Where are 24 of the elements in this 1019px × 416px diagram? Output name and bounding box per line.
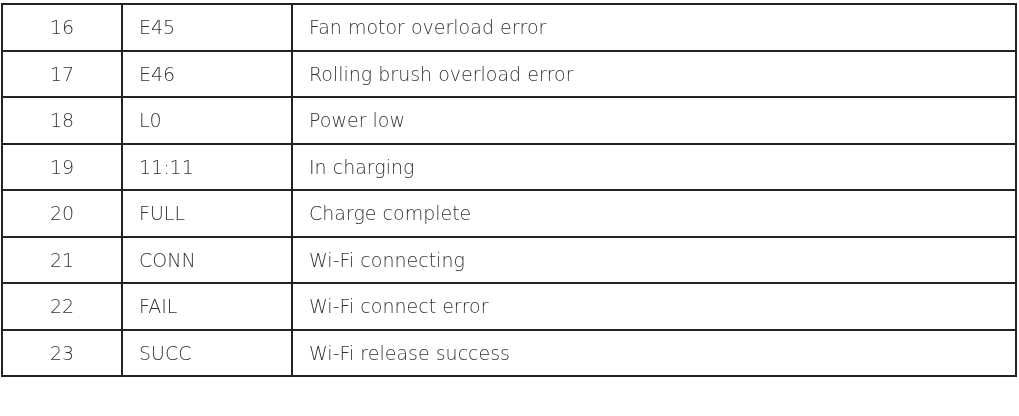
display-code-cell: L0: [122, 97, 292, 144]
display-code-cell: CONN: [122, 236, 292, 283]
description-cell: Power low: [292, 97, 1016, 144]
display-code-cell: E46: [122, 50, 292, 97]
display-code-cell: FULL: [122, 190, 292, 237]
description-cell: In charging: [292, 143, 1016, 190]
row-number-cell: 16: [2, 4, 122, 51]
row-number-cell: 21: [2, 236, 122, 283]
display-code-cell: E45: [122, 4, 292, 51]
row-number-cell: 19: [2, 143, 122, 190]
display-code-cell: 11:11: [122, 143, 292, 190]
row-number-cell: 20: [2, 190, 122, 237]
row-number-cell: 23: [2, 329, 122, 376]
row-number-cell: 17: [2, 50, 122, 97]
display-code-cell: FAIL: [122, 283, 292, 330]
row-number-cell: 22: [2, 283, 122, 330]
row-number-cell: 18: [2, 97, 122, 144]
description-cell: Wi-Fi release success: [292, 329, 1016, 376]
display-code-cell: SUCC: [122, 329, 292, 376]
description-cell: Rolling brush overload error: [292, 50, 1016, 97]
description-cell: Fan motor overload error: [292, 4, 1016, 51]
description-cell: Wi-Fi connect error: [292, 283, 1016, 330]
description-cell: Wi-Fi connecting: [292, 236, 1016, 283]
description-cell: Charge complete: [292, 190, 1016, 237]
